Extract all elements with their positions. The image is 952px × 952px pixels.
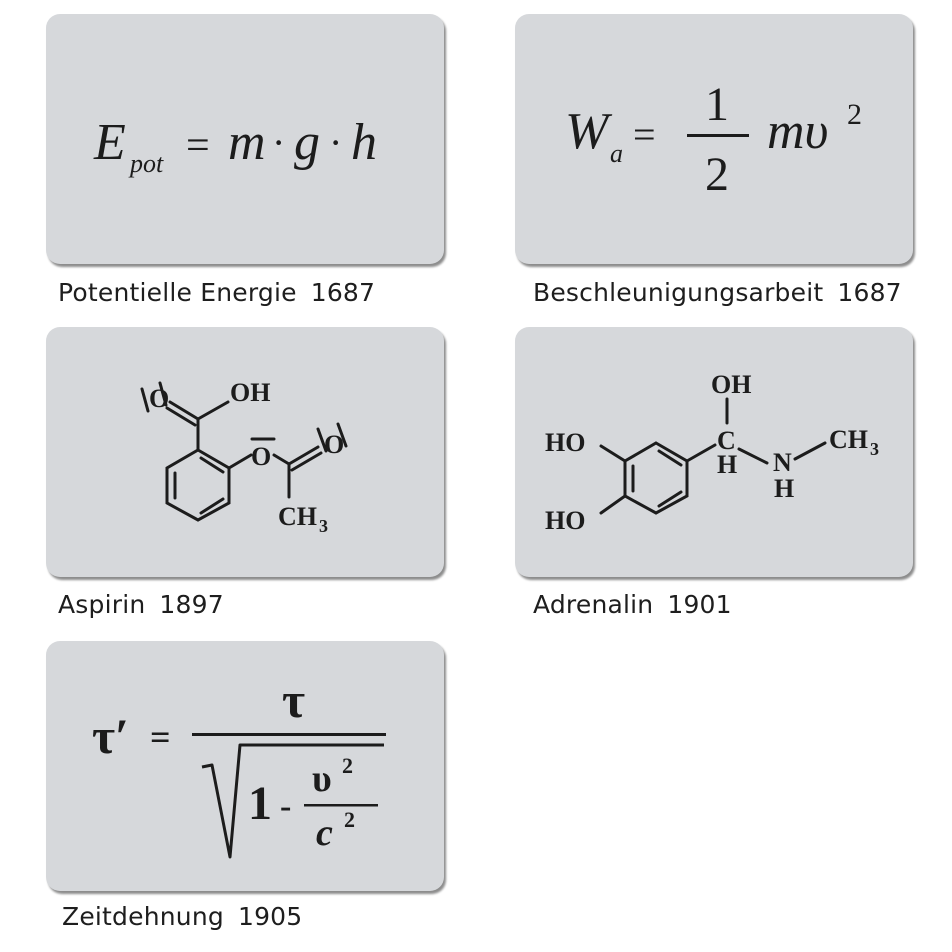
- ring-double-bond-3: [199, 497, 225, 515]
- fraction-numerator: 1: [705, 78, 729, 131]
- radicand-one: 1: [248, 777, 272, 830]
- radicand-minus: -: [280, 788, 291, 825]
- inner-numerator-exp: 2: [342, 753, 353, 778]
- bond-c-n: [737, 447, 769, 465]
- formula-h: h: [351, 114, 377, 171]
- caption-title: Adrenalin: [533, 590, 654, 619]
- inner-fraction-bar: [304, 804, 378, 807]
- caption-time-dilation: Zeitdehnung 1905: [62, 902, 302, 931]
- label-ch: CH: [829, 425, 868, 454]
- label-oh-top: OH: [711, 370, 751, 399]
- formula-subscript-pot: pot: [128, 149, 164, 178]
- formula-subscript-a: a: [610, 139, 623, 168]
- label-o-ester: O: [251, 442, 271, 471]
- lone-pair-right-1: [316, 427, 328, 453]
- inner-denominator-exp: 2: [344, 807, 355, 832]
- formula-mv: mυ: [767, 103, 828, 160]
- formula-g: g: [294, 114, 320, 171]
- caption-adrenalin: Adrenalin 1901: [533, 590, 732, 619]
- bond-o-c: [272, 453, 291, 466]
- caption-acceleration-work: Beschleunigungsarbeit 1687: [533, 278, 902, 307]
- caption-year: 1687: [310, 278, 376, 307]
- lone-pair-left-1: [140, 387, 150, 413]
- formula-symbol-e: E: [93, 114, 126, 171]
- label-o-carbonyl-2: O: [324, 430, 344, 459]
- formula-symbol-w: W: [565, 103, 613, 160]
- label-o-carbonyl-1: O: [149, 384, 169, 413]
- card-aspirin: O OH O O CH 3: [46, 327, 444, 577]
- fraction-bar: [192, 733, 386, 736]
- caption-title: Potentielle Energie: [58, 278, 297, 307]
- caption-year: 1901: [667, 590, 732, 619]
- ring-double-bond-2: [657, 449, 683, 467]
- label-ho-2: HO: [545, 506, 585, 535]
- label-h-c: H: [717, 450, 737, 479]
- label-ch-sub: 3: [319, 516, 328, 536]
- adrenalin-structure: OH HO HO C H N H CH 3: [545, 370, 879, 535]
- bond-c-oh: [196, 400, 230, 421]
- formula-exponent: 2: [847, 98, 862, 131]
- formula-dot-1: ·: [272, 120, 285, 165]
- lone-pair-left-2: [158, 381, 168, 407]
- ring-double-bond-2: [199, 456, 225, 474]
- caption-aspirin: Aspirin 1897: [58, 590, 224, 619]
- fraction-denominator: 2: [705, 148, 729, 201]
- label-n: N: [773, 448, 792, 477]
- formula-time-dilation: τ′ = τ 1 - υ 2 c 2: [92, 672, 386, 859]
- inner-denominator: c: [316, 812, 333, 854]
- bond-n-ch3: [793, 441, 827, 461]
- formula-dot-2: ·: [329, 120, 342, 165]
- caption-title: Aspirin: [58, 590, 146, 619]
- formula-m: m: [228, 114, 266, 171]
- label-oh: OH: [230, 378, 270, 407]
- label-ch-sub: 3: [870, 439, 879, 459]
- ring-double-bond-3: [657, 490, 683, 508]
- caption-year: 1687: [837, 278, 902, 307]
- caption-title: Zeitdehnung: [62, 902, 224, 931]
- caption-year: 1905: [237, 902, 303, 931]
- card-adrenalin: OH HO HO C H N H CH 3: [515, 327, 913, 577]
- formula-potential-energy: E pot = m · g · h: [93, 114, 377, 178]
- bond-ester-carbonyl-a: [287, 445, 320, 466]
- square-root-sign: [201, 743, 384, 859]
- bond-ring-ho-1: [599, 444, 627, 463]
- inner-numerator: υ: [312, 758, 332, 800]
- aspirin-structure: O OH O O CH 3: [140, 378, 348, 536]
- bond-carbonyl-b: [165, 406, 197, 427]
- formula-equals: =: [186, 123, 210, 169]
- bond-ring-o: [227, 453, 253, 470]
- formula-equals: =: [150, 717, 171, 757]
- caption-potential-energy: Potentielle Energie 1687: [58, 278, 375, 307]
- label-h-n: H: [774, 474, 794, 503]
- card-potential-energy: E pot = m · g · h: [46, 14, 444, 264]
- label-ch: CH: [278, 502, 317, 531]
- formula-numerator-tau: τ: [282, 672, 305, 728]
- caption-year: 1897: [159, 590, 224, 619]
- fraction-bar: [687, 134, 749, 137]
- lone-pair-right-2: [336, 422, 348, 448]
- card-acceleration-work: W a = 1 2 mυ 2: [515, 14, 913, 264]
- card-time-dilation: τ′ = τ 1 - υ 2 c 2: [46, 641, 444, 891]
- formula-acceleration-work: W a = 1 2 mυ 2: [565, 78, 862, 201]
- bond-ester-carbonyl-b: [290, 451, 323, 472]
- caption-title: Beschleunigungsarbeit: [533, 278, 824, 307]
- bond-ring-c: [685, 443, 717, 463]
- bond-ring-ho-2: [599, 494, 627, 515]
- label-c: C: [717, 426, 736, 455]
- label-ho-1: HO: [545, 428, 585, 457]
- bond-carbonyl-a: [168, 400, 200, 421]
- formula-tau-prime: τ′: [92, 708, 129, 764]
- formula-equals: =: [633, 112, 656, 157]
